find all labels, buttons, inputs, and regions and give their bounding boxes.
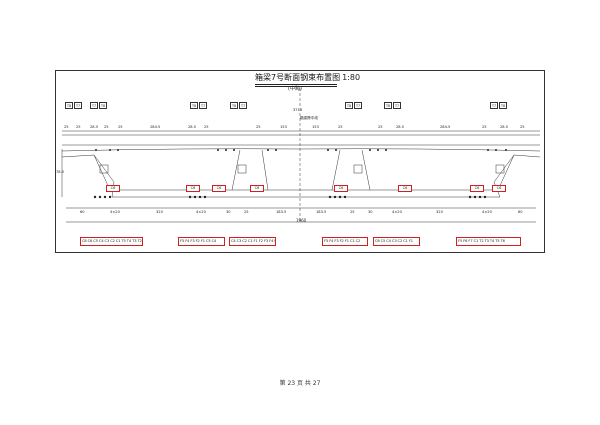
anchor-boxes: [99, 164, 505, 174]
top-dim: 25: [204, 125, 209, 129]
top-dim: 284.5: [440, 125, 451, 129]
bottom-dim: 30: [368, 210, 373, 214]
tendon-tag: T8: [499, 102, 507, 109]
tendon-tag: T8: [230, 102, 238, 109]
tendon-tag: T7: [74, 102, 82, 109]
top-dim: 28.5: [396, 125, 405, 129]
tendon-tag: T8: [190, 102, 198, 109]
top-dim: 153: [312, 125, 319, 129]
tendon-tag: T8: [384, 102, 392, 109]
tendon-legend: F5 F4 F3 F2 F1 C5 C4: [178, 237, 225, 246]
bottom-dim: 25: [350, 210, 355, 214]
tendon-tag: T7: [354, 102, 362, 109]
bottom-dim: 60: [80, 210, 85, 214]
top-dim: 25: [378, 125, 383, 129]
left-height-dim: 78.5: [56, 170, 65, 174]
web-mid-right: [331, 149, 371, 191]
tendon-dots: [93, 149, 507, 199]
top-dim: 28.5: [500, 125, 509, 129]
top-dim: 28.5: [188, 125, 197, 129]
tendon-callout: C6: [250, 185, 264, 192]
bottom-dim: 320: [436, 210, 443, 214]
tendon-tag: T7: [199, 102, 207, 109]
center-dimension: 3713: [293, 108, 303, 112]
drawing-subtitle: (中跨): [288, 86, 302, 92]
top-dim: 25: [520, 125, 525, 129]
top-dim: 284.5: [150, 125, 161, 129]
top-dim: 25: [76, 125, 81, 129]
top-dim: 25: [256, 125, 261, 129]
title-underline: [255, 84, 337, 85]
tendon-legend: C6 C5 C4 C3 C2 C1 F1: [373, 237, 420, 246]
bottom-dim: 183.5: [276, 210, 287, 214]
tendon-tag: T8: [65, 102, 73, 109]
tendon-legend: C8 C6 C5 C4 C3 C2 C1 T5 T4 T3 T2: [80, 237, 143, 246]
bottom-dim: 30: [226, 210, 231, 214]
tendon-callout: C6: [470, 185, 484, 192]
tendon-callout: C6: [334, 185, 348, 192]
tendon-callout: C6: [212, 185, 226, 192]
bottom-dim: 4×20: [110, 210, 120, 214]
tendon-tag: T7: [90, 102, 98, 109]
top-dim: 25: [118, 125, 123, 129]
tendon-tag: T7: [393, 102, 401, 109]
tendon-tag: T7: [490, 102, 498, 109]
tendon-tag: T7: [239, 102, 247, 109]
bottom-dim: 183.5: [316, 210, 327, 214]
top-dim: 25: [64, 125, 69, 129]
top-dim: 25: [104, 125, 109, 129]
tendon-legend: F5 F6 F7 C1 T2 T3 T4 T5 T6: [456, 237, 521, 246]
top-dim: 28.5: [90, 125, 99, 129]
web-right: [497, 154, 515, 191]
deck-top-slab-lower: [61, 148, 541, 152]
tendon-callout: C6: [492, 185, 506, 192]
tendon-callout: C6: [186, 185, 200, 192]
tendon-legend: F5 F4 F3 F2 F1 C1 C2: [322, 237, 368, 246]
bottom-dim: 60: [518, 210, 523, 214]
bottom-dim: 4×20: [196, 210, 206, 214]
tendon-tag: T8: [345, 102, 353, 109]
web-left: [93, 154, 111, 191]
center-line-label: 箱梁跨中线: [300, 116, 318, 120]
bottom-dim: 25: [244, 210, 249, 214]
bottom-dim: 4×20: [392, 210, 402, 214]
web-mid-left: [231, 149, 269, 191]
drawing-scale: 1:80: [342, 73, 361, 82]
tendon-callout: C6: [106, 185, 120, 192]
box-girder-outline: [61, 154, 541, 198]
total-width-dim: 1960: [296, 218, 307, 223]
top-dim: 25: [338, 125, 343, 129]
top-dim: 25: [482, 125, 487, 129]
tendon-callout: C6: [398, 185, 412, 192]
tendon-legend: C4 C3 C2 C1 F1 F2 F3 F4 F5: [229, 237, 276, 246]
title-underline-2: [255, 86, 337, 87]
drawing-title-text: 箱梁7号断面钢束布置图: [255, 73, 341, 82]
top-dim: 153: [280, 125, 287, 129]
tendon-tag: T8: [99, 102, 107, 109]
bottom-dim: 4×20: [482, 210, 492, 214]
page-footer: 第 23 页 共 27: [279, 380, 321, 387]
bottom-dim: 320: [156, 210, 163, 214]
